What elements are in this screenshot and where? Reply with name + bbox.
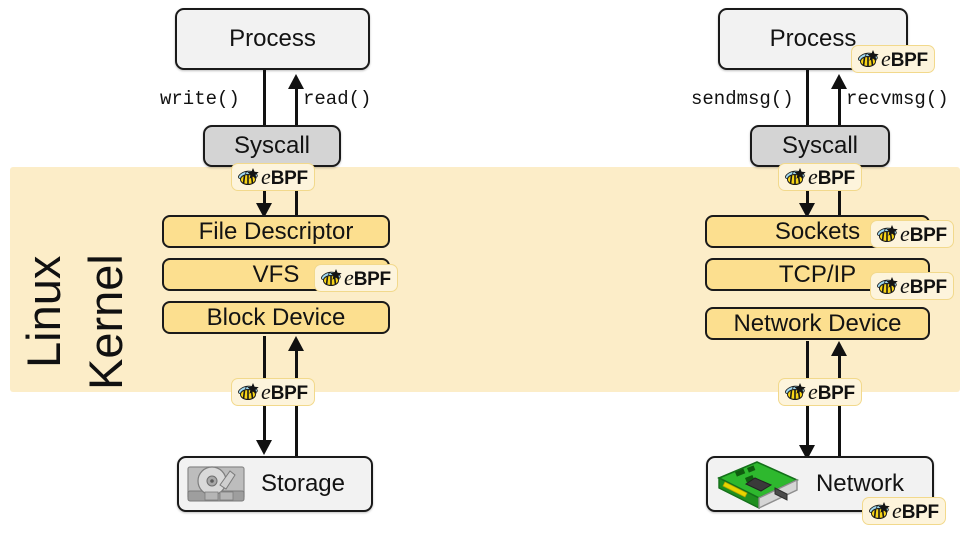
bee-icon — [238, 168, 259, 185]
bee-icon — [238, 383, 259, 400]
bee-icon — [869, 502, 890, 519]
left-layer-block-device[interactable]: Block Device — [162, 301, 390, 334]
left-process-box[interactable]: Process — [175, 8, 370, 70]
hard-disk-icon — [187, 466, 245, 502]
left-write-arrow-line — [263, 70, 266, 125]
right-network-label: Network — [815, 470, 904, 497]
kernel-label-kernel: Kernel — [79, 254, 132, 390]
bee-icon — [858, 50, 879, 67]
left-syscall-up-line — [295, 167, 298, 215]
left-syscall-box[interactable]: Syscall — [203, 125, 341, 167]
right-send-arrow-line — [806, 70, 809, 125]
left-read-arrow-line — [295, 88, 298, 125]
left-storage-up-arrowhead — [288, 336, 304, 351]
right-process-label: Process — [769, 25, 857, 52]
left-read-arrowhead — [288, 74, 304, 89]
right-syscall-up-line — [838, 167, 841, 215]
right-recv-arrow-line — [838, 88, 841, 125]
bee-icon — [877, 277, 898, 294]
left-storage-down-arrowhead — [256, 440, 272, 455]
left-layer-0-label: File Descriptor — [198, 217, 354, 245]
kernel-label-linux: Linux — [17, 255, 70, 368]
right-layer-1-label: TCP/IP — [778, 260, 857, 288]
bee-icon — [321, 269, 342, 286]
right-layer-0-label: Sockets — [774, 217, 861, 245]
right-network-up-arrowhead — [831, 341, 847, 356]
left-write-label: write() — [160, 88, 240, 110]
left-layer-1-label: VFS — [252, 260, 300, 288]
left-layer-file-descriptor[interactable]: File Descriptor — [162, 215, 390, 248]
right-syscall-box[interactable]: Syscall — [750, 125, 890, 167]
bee-icon — [785, 383, 806, 400]
left-read-label: read() — [303, 88, 372, 110]
right-recv-label: recvmsg() — [846, 88, 949, 110]
left-process-label: Process — [229, 25, 316, 52]
left-layer-2-label: Block Device — [206, 303, 346, 331]
bee-icon — [877, 225, 898, 242]
left-storage-label: Storage — [260, 470, 345, 497]
right-syscall-down-arrowhead — [799, 203, 815, 218]
right-syscall-label: Syscall — [781, 132, 859, 159]
left-syscall-down-arrowhead — [256, 203, 272, 218]
right-layer-2-label: Network Device — [733, 309, 902, 337]
left-syscall-label: Syscall — [233, 132, 311, 159]
bee-icon — [785, 168, 806, 185]
right-send-label: sendmsg() — [691, 88, 794, 110]
network-card-icon — [717, 461, 799, 510]
right-layer-network-device[interactable]: Network Device — [705, 307, 930, 340]
right-recv-arrowhead — [831, 74, 847, 89]
